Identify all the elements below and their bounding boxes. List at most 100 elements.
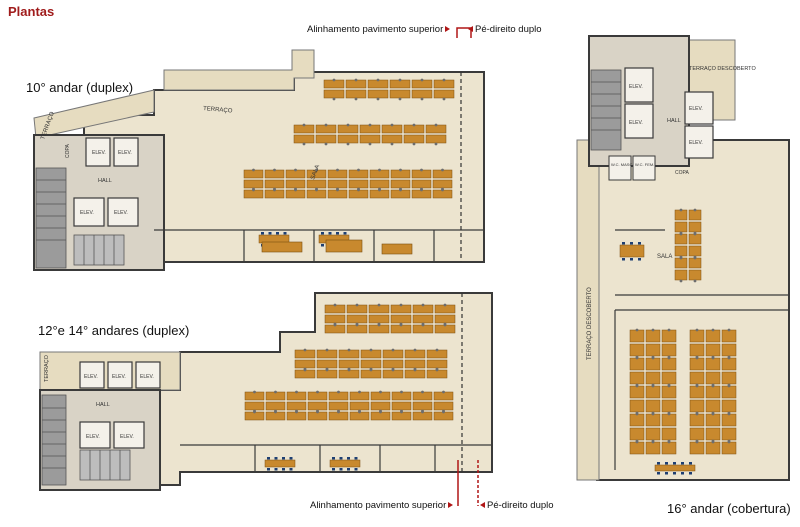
chair (303, 348, 307, 352)
desk (661, 343, 677, 357)
desk (674, 269, 688, 281)
chair (294, 188, 297, 192)
chair (276, 232, 279, 235)
chair (665, 472, 668, 475)
chair (253, 410, 256, 414)
desk (359, 134, 381, 144)
chair (651, 356, 655, 360)
chair (332, 457, 335, 460)
desk (345, 89, 367, 99)
label-hall: HALL (98, 178, 112, 184)
elevators (73, 137, 139, 227)
chair (635, 328, 639, 332)
label-hall: HALL (96, 402, 110, 408)
desk (324, 314, 346, 324)
chair (727, 384, 731, 388)
workstation-area (619, 208, 737, 475)
desk (307, 401, 328, 411)
desk (323, 89, 345, 99)
desk (629, 343, 645, 357)
desk (265, 401, 286, 411)
label-elev-2: ELEV. (118, 150, 132, 156)
desk (721, 385, 737, 399)
chair (635, 440, 639, 444)
chair (443, 303, 447, 307)
desk (705, 371, 721, 385)
chair (273, 188, 276, 192)
chair (442, 78, 446, 82)
chair (420, 78, 424, 82)
desk (381, 134, 403, 144)
floor-label-10: 10° andar (duplex) (26, 80, 134, 95)
chair (412, 142, 416, 146)
chair (339, 468, 343, 471)
desk (244, 401, 265, 411)
desk (645, 399, 661, 413)
desk (661, 399, 677, 413)
chair (346, 123, 350, 127)
label-elev-2: ELEV. (112, 374, 126, 380)
label-elev-3: ELEV. (140, 374, 154, 380)
elevators (79, 361, 161, 449)
chair (651, 412, 655, 416)
desk (389, 89, 411, 99)
desk (688, 209, 702, 221)
chair (399, 303, 403, 307)
chair (347, 368, 351, 372)
chair (336, 232, 339, 235)
chair (391, 348, 395, 352)
desk (404, 359, 426, 369)
chair (369, 368, 373, 372)
desk (390, 179, 411, 189)
chair (442, 390, 445, 394)
desk (689, 371, 705, 385)
desk (629, 399, 645, 413)
desk (721, 329, 737, 343)
meeting-table (654, 464, 696, 472)
desk (286, 401, 307, 411)
annotation-alinhamento-top: Alinhamento pavimento superior (307, 24, 451, 35)
chair (442, 97, 446, 101)
chair (667, 384, 671, 388)
desk (382, 359, 404, 369)
chair (413, 348, 417, 352)
chair (657, 462, 660, 465)
chair (339, 457, 343, 460)
desk (661, 371, 677, 385)
chair (369, 348, 373, 352)
desk (243, 179, 264, 189)
desk (721, 371, 737, 385)
desk (688, 245, 702, 257)
chair (347, 348, 351, 352)
chair (267, 468, 270, 471)
desk (412, 314, 434, 324)
chair (679, 208, 683, 212)
desk (264, 179, 285, 189)
chair (635, 356, 639, 360)
desk (689, 427, 705, 441)
chair (421, 410, 424, 414)
chair (421, 390, 424, 394)
chair (667, 412, 671, 416)
chair (355, 303, 359, 307)
chair (442, 410, 445, 414)
chair (315, 168, 318, 172)
chair (282, 468, 285, 471)
dimension-marker-top (456, 27, 472, 38)
desk (426, 359, 448, 369)
desk (689, 399, 705, 413)
chair (679, 256, 683, 260)
desk (705, 441, 721, 455)
label-copa: COPA (675, 170, 689, 176)
chair (321, 244, 324, 247)
meeting-tables (261, 239, 413, 255)
desk (338, 359, 360, 369)
chair (295, 410, 298, 414)
desk (629, 441, 645, 455)
chair (274, 390, 277, 394)
desk (434, 314, 456, 324)
chair (693, 256, 697, 260)
arrow-right-icon (445, 26, 451, 33)
floor-label-16: 16° andar (cobertura) (667, 501, 791, 516)
label-terraco-descoberto-top: TERRAÇO DESCOBERTO (689, 66, 756, 72)
